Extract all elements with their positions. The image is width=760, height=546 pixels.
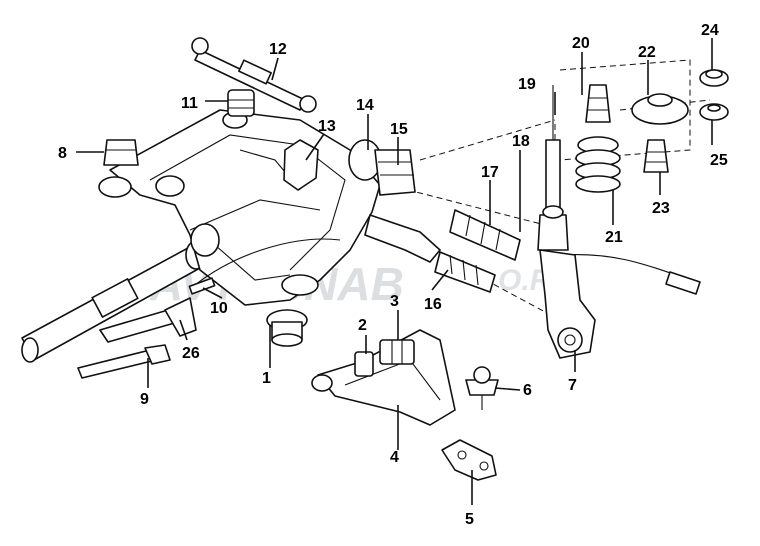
bracket-5: [441, 439, 497, 481]
callout-7: 7: [568, 377, 577, 394]
mounts-14-15: [348, 139, 416, 196]
bushing-11: [227, 89, 255, 117]
callout-3: 3: [390, 293, 399, 310]
washers-24-25: [699, 69, 729, 121]
bushing-8: [103, 139, 139, 166]
brake-link-9: [77, 344, 171, 379]
brake-cables: [188, 238, 701, 295]
callout-10: 10: [210, 300, 228, 317]
callout-9: 9: [140, 391, 149, 408]
callout-26: 26: [182, 345, 200, 362]
brake-bracket-26: [99, 297, 197, 343]
drive-shaft-16: [364, 209, 521, 293]
leader-lines: [76, 38, 713, 505]
callout-6: 6: [523, 382, 532, 399]
callout-labels: 1 2 3 4 5 6 7 8 9 10 11 12 13 14 15 16 1…: [58, 22, 728, 528]
callout-4: 4: [390, 449, 399, 466]
callout-2: 2: [358, 317, 367, 334]
bushings-2-3: [354, 339, 415, 377]
ball-joint-6: [465, 366, 499, 410]
shock-absorber-19: [537, 85, 569, 251]
callout-21: 21: [605, 229, 623, 246]
bump-stop-20: [585, 84, 611, 123]
callout-15: 15: [390, 121, 408, 138]
callout-18: 18: [512, 133, 530, 150]
callout-25: 25: [710, 152, 728, 169]
callout-1: 1: [262, 370, 271, 387]
propeller-shaft: [21, 240, 207, 363]
top-mount-22: [631, 93, 689, 125]
callout-13: 13: [318, 118, 336, 135]
rubber-mount-1: [266, 309, 308, 347]
adjustable-link-12: [191, 37, 317, 113]
callout-23: 23: [652, 200, 670, 217]
callout-22: 22: [638, 44, 656, 61]
wheel-carrier-7: [539, 249, 596, 359]
callout-14: 14: [356, 97, 374, 114]
callout-11: 11: [181, 95, 198, 112]
callout-5: 5: [465, 511, 474, 528]
coil-spring-21: [575, 136, 621, 193]
callout-24: 24: [701, 22, 719, 39]
callout-19: 19: [518, 76, 536, 93]
callout-16: 16: [424, 296, 442, 313]
rear-subframe: [98, 109, 381, 306]
dust-boot-23: [643, 139, 669, 173]
callout-12: 12: [269, 41, 287, 58]
callout-17: 17: [481, 164, 499, 181]
callout-20: 20: [572, 35, 590, 52]
callout-8: 8: [58, 145, 67, 162]
